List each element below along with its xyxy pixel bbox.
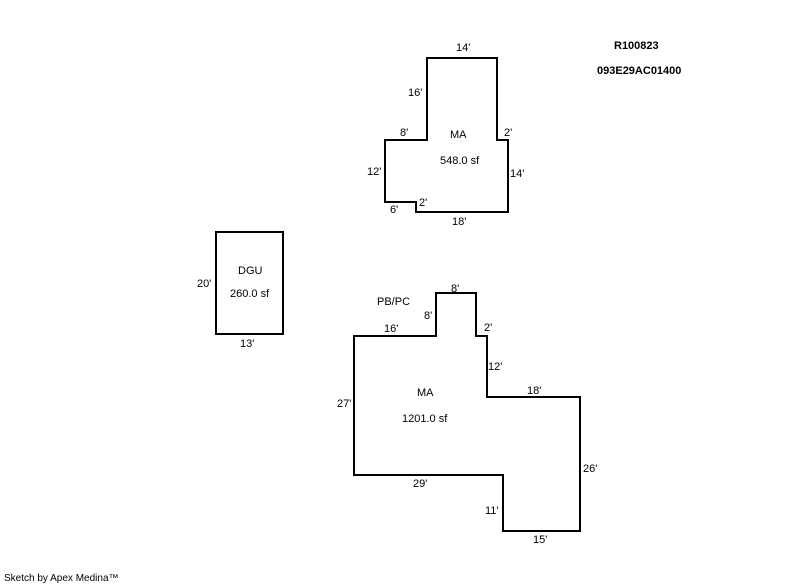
dim: 13' xyxy=(240,338,254,350)
upper-ma-outline xyxy=(384,57,509,213)
dim: 29' xyxy=(413,478,427,490)
dim: 8' xyxy=(424,310,432,322)
dim: 15' xyxy=(533,534,547,546)
dim: 14' xyxy=(510,168,524,180)
lower-ma-shape: PB/PC MA 1201.0 sf 16' 8' 8' 2' 12' 18' … xyxy=(337,283,597,546)
sketch-credit: Sketch by Apex Medina™ xyxy=(4,573,119,584)
parcel-id: R100823 xyxy=(614,40,659,52)
dgu-label: DGU xyxy=(238,265,263,277)
upper-ma-label: MA xyxy=(450,129,467,141)
dgu-outline xyxy=(215,231,284,335)
dim: 8' xyxy=(400,127,408,139)
dim: 27' xyxy=(337,398,351,410)
dim: 11' xyxy=(485,505,499,517)
dim: 2' xyxy=(484,322,492,334)
dim: 12' xyxy=(488,361,502,373)
lower-ma-area: 1201.0 sf xyxy=(402,413,448,425)
dim: 14' xyxy=(456,42,470,54)
dim: 20' xyxy=(197,278,211,290)
dim: 18' xyxy=(452,216,466,228)
lower-ma-tag: PB/PC xyxy=(377,296,410,308)
dim: 26' xyxy=(583,463,597,475)
dim: 18' xyxy=(527,385,541,397)
dim: 6' xyxy=(390,204,398,216)
lower-ma-label: MA xyxy=(417,387,434,399)
dgu-shape: DGU 260.0 sf 20' 13' xyxy=(197,231,284,350)
lower-ma-outline xyxy=(353,292,581,532)
dim: 2' xyxy=(504,127,512,139)
dgu-area: 260.0 sf xyxy=(230,288,270,300)
dim: 2' xyxy=(419,197,427,209)
upper-ma-area: 548.0 sf xyxy=(440,155,480,167)
upper-ma-shape: MA 548.0 sf 14' 2' 14' 18' 2' 6' 12' 8' … xyxy=(367,42,524,228)
map-number: 093E29AC01400 xyxy=(597,65,681,77)
dim: 8' xyxy=(451,283,459,295)
dim: 16' xyxy=(384,323,398,335)
dim: 12' xyxy=(367,166,381,178)
dim: 16' xyxy=(408,87,422,99)
